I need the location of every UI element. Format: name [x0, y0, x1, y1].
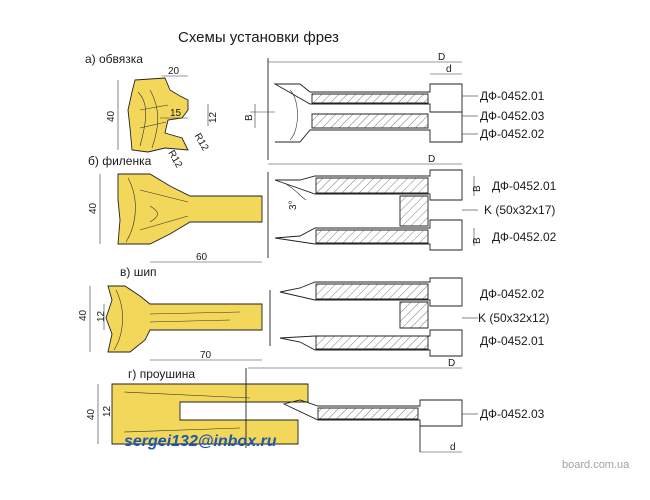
- dim-c-height: 40: [78, 309, 89, 321]
- mark-b-B1: B: [472, 185, 483, 192]
- dim-b-length: 60: [196, 252, 208, 263]
- section-a-label: а) обвязка: [85, 52, 143, 66]
- callout-c-3: ДФ-0452.01: [480, 334, 545, 348]
- callout-c-2: K (50x32x12): [478, 311, 549, 325]
- mark-b-angle: 3°: [288, 200, 299, 210]
- callout-d-1: ДФ-0452.03: [480, 407, 545, 421]
- callout-b-2: K (50x32x17): [484, 203, 555, 217]
- mark-a-D-bottom: D: [428, 154, 435, 165]
- section-b-cutter-stack: [267, 169, 463, 258]
- mark-a-B: B: [244, 114, 255, 121]
- mark-d-d: d: [450, 442, 456, 453]
- section-b-label: б) филенка: [88, 154, 152, 168]
- dim-d-inner: 12: [102, 405, 113, 417]
- dim-a-inner: 15: [170, 108, 182, 119]
- callout-a-1: ДФ-0452.01: [480, 89, 545, 103]
- section-a-cutter-stack: [250, 58, 463, 160]
- callout-b-3: ДФ-0452.02: [492, 230, 557, 244]
- callout-c-1: ДФ-0452.02: [480, 287, 545, 301]
- dim-a-radius-1: R12: [192, 132, 211, 154]
- email-overlay: sergei132@inbox.ru: [124, 433, 277, 450]
- dim-c-inner: 12: [96, 310, 107, 322]
- dim-d-height: 40: [86, 408, 97, 420]
- mark-a-D-top: D: [438, 52, 445, 63]
- dim-a-radius-2: R12: [165, 149, 184, 171]
- callout-a-3: ДФ-0452.02: [480, 127, 545, 141]
- section-a-profile: [127, 77, 189, 153]
- dim-b-height: 40: [88, 202, 99, 214]
- mark-d-D: D: [448, 358, 455, 369]
- watermark: board.com.ua: [562, 459, 630, 471]
- dim-a-side: 12: [208, 111, 219, 123]
- callout-b-1: ДФ-0452.01: [492, 179, 557, 193]
- section-c-label: в) шип: [120, 265, 157, 279]
- section-d-profile: [111, 368, 309, 448]
- dim-c-length: 70: [200, 350, 212, 361]
- section-d-cutter-stack: [282, 399, 463, 452]
- dim-a-width: 20: [168, 66, 180, 77]
- section-b-profile: [117, 173, 263, 245]
- mark-b-B2: B: [472, 237, 483, 244]
- dim-a-height: 40: [106, 110, 117, 122]
- section-c-profile: [105, 285, 263, 353]
- callout-a-2: ДФ-0452.03: [480, 109, 545, 123]
- diagram-title: Схемы установки фрез: [178, 29, 339, 46]
- mark-a-d-top: d: [446, 64, 452, 75]
- section-c-cutter-stack: [269, 277, 463, 357]
- section-d-label: г) проушина: [128, 367, 195, 381]
